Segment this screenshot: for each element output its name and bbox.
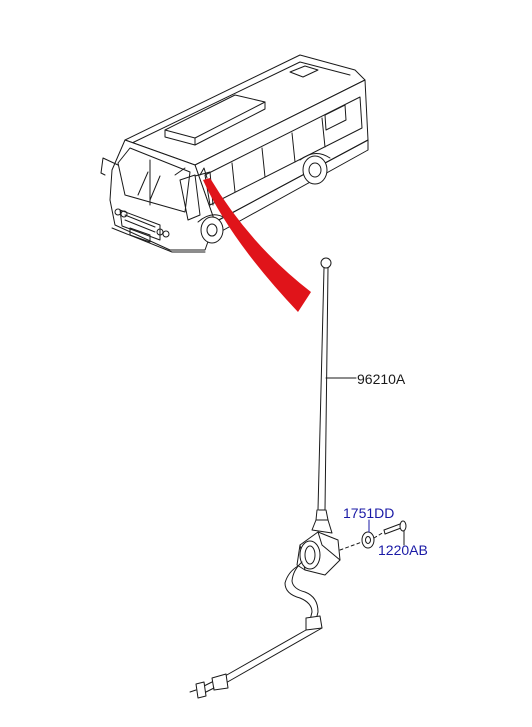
part-label-antenna-rod[interactable]: 96210A	[357, 371, 406, 387]
part-label-washer[interactable]: 1751DD	[343, 505, 395, 521]
washer-illustration	[339, 531, 375, 551]
part-label-screw[interactable]: 1220AB	[378, 542, 428, 558]
screw-illustration	[373, 520, 407, 539]
callout-pointer	[203, 178, 311, 312]
bus-illustration	[100, 54, 369, 253]
antenna-illustration	[189, 257, 341, 699]
